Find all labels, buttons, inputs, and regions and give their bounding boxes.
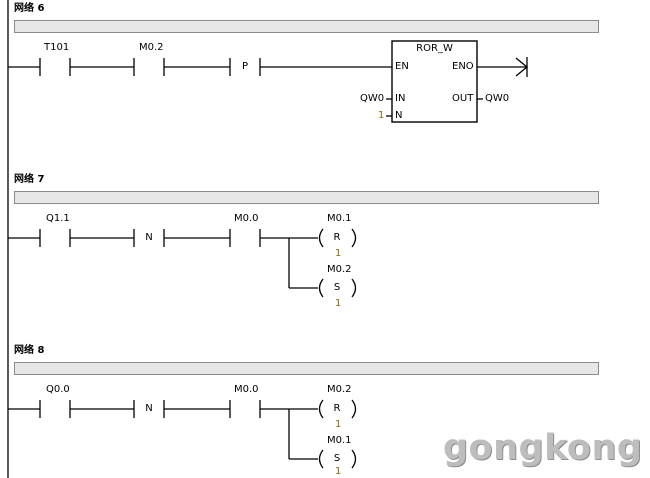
edge-type-label: P — [241, 61, 249, 72]
network-8-rung — [8, 399, 357, 469]
box-pin-out: OUT — [452, 93, 474, 104]
network-7-rung — [8, 228, 357, 298]
network-6-rung — [8, 40, 529, 123]
coil-count: 1 — [335, 298, 342, 309]
coil-reset-m0-2[interactable] — [318, 399, 357, 419]
edge-type-label: N — [145, 232, 153, 243]
box-pin-en: EN — [395, 61, 409, 72]
contact-label: Q0.0 — [46, 384, 70, 395]
coil-count: 1 — [335, 466, 342, 477]
contact-m0-2[interactable] — [133, 58, 165, 76]
edge-type-label: N — [145, 403, 153, 414]
network-7-comment-bar[interactable] — [14, 191, 599, 204]
coil-op: S — [333, 453, 341, 464]
contact-t101[interactable] — [39, 58, 71, 76]
coil-address: M0.2 — [327, 264, 352, 275]
coil-address: M0.1 — [327, 435, 352, 446]
n-operand[interactable]: 1 — [378, 110, 385, 121]
contact-q1-1[interactable] — [39, 229, 71, 247]
coil-op: S — [333, 282, 341, 293]
box-pin-n: N — [395, 110, 403, 121]
eno-arrow-icon — [515, 57, 529, 77]
contact-label: M0.0 — [234, 213, 259, 224]
out-operand[interactable]: QW0 — [485, 93, 510, 104]
coil-address: M0.1 — [327, 213, 352, 224]
coil-set-m0-2[interactable] — [318, 278, 357, 298]
box-name: ROR_W — [416, 43, 453, 54]
network-7-title: 网络 7 — [14, 174, 45, 185]
contact-label: M0.2 — [139, 42, 164, 53]
coil-reset-m0-1[interactable] — [318, 228, 357, 248]
ror-w-box[interactable] — [391, 40, 478, 123]
box-pin-eno: ENO — [452, 61, 474, 72]
network-8-comment-bar[interactable] — [14, 362, 599, 375]
network-6-comment-bar[interactable] — [14, 20, 599, 33]
contact-m0-0[interactable] — [229, 229, 261, 247]
network-6-title: 网络 6 — [14, 3, 45, 14]
contact-m0-0[interactable] — [229, 400, 261, 418]
contact-label: T101 — [44, 42, 70, 53]
network-8-title: 网络 8 — [14, 345, 45, 356]
coil-op: R — [333, 232, 341, 243]
coil-set-m0-1[interactable] — [318, 449, 357, 469]
watermark-logo: gongkong — [443, 428, 643, 468]
box-pin-in: IN — [395, 93, 406, 104]
contact-label: M0.0 — [234, 384, 259, 395]
coil-count: 1 — [335, 419, 342, 430]
in-operand[interactable]: QW0 — [360, 93, 385, 104]
coil-address: M0.2 — [327, 384, 352, 395]
contact-label: Q1.1 — [46, 213, 70, 224]
coil-op: R — [333, 403, 341, 414]
coil-count: 1 — [335, 248, 342, 259]
contact-q0-0[interactable] — [39, 400, 71, 418]
